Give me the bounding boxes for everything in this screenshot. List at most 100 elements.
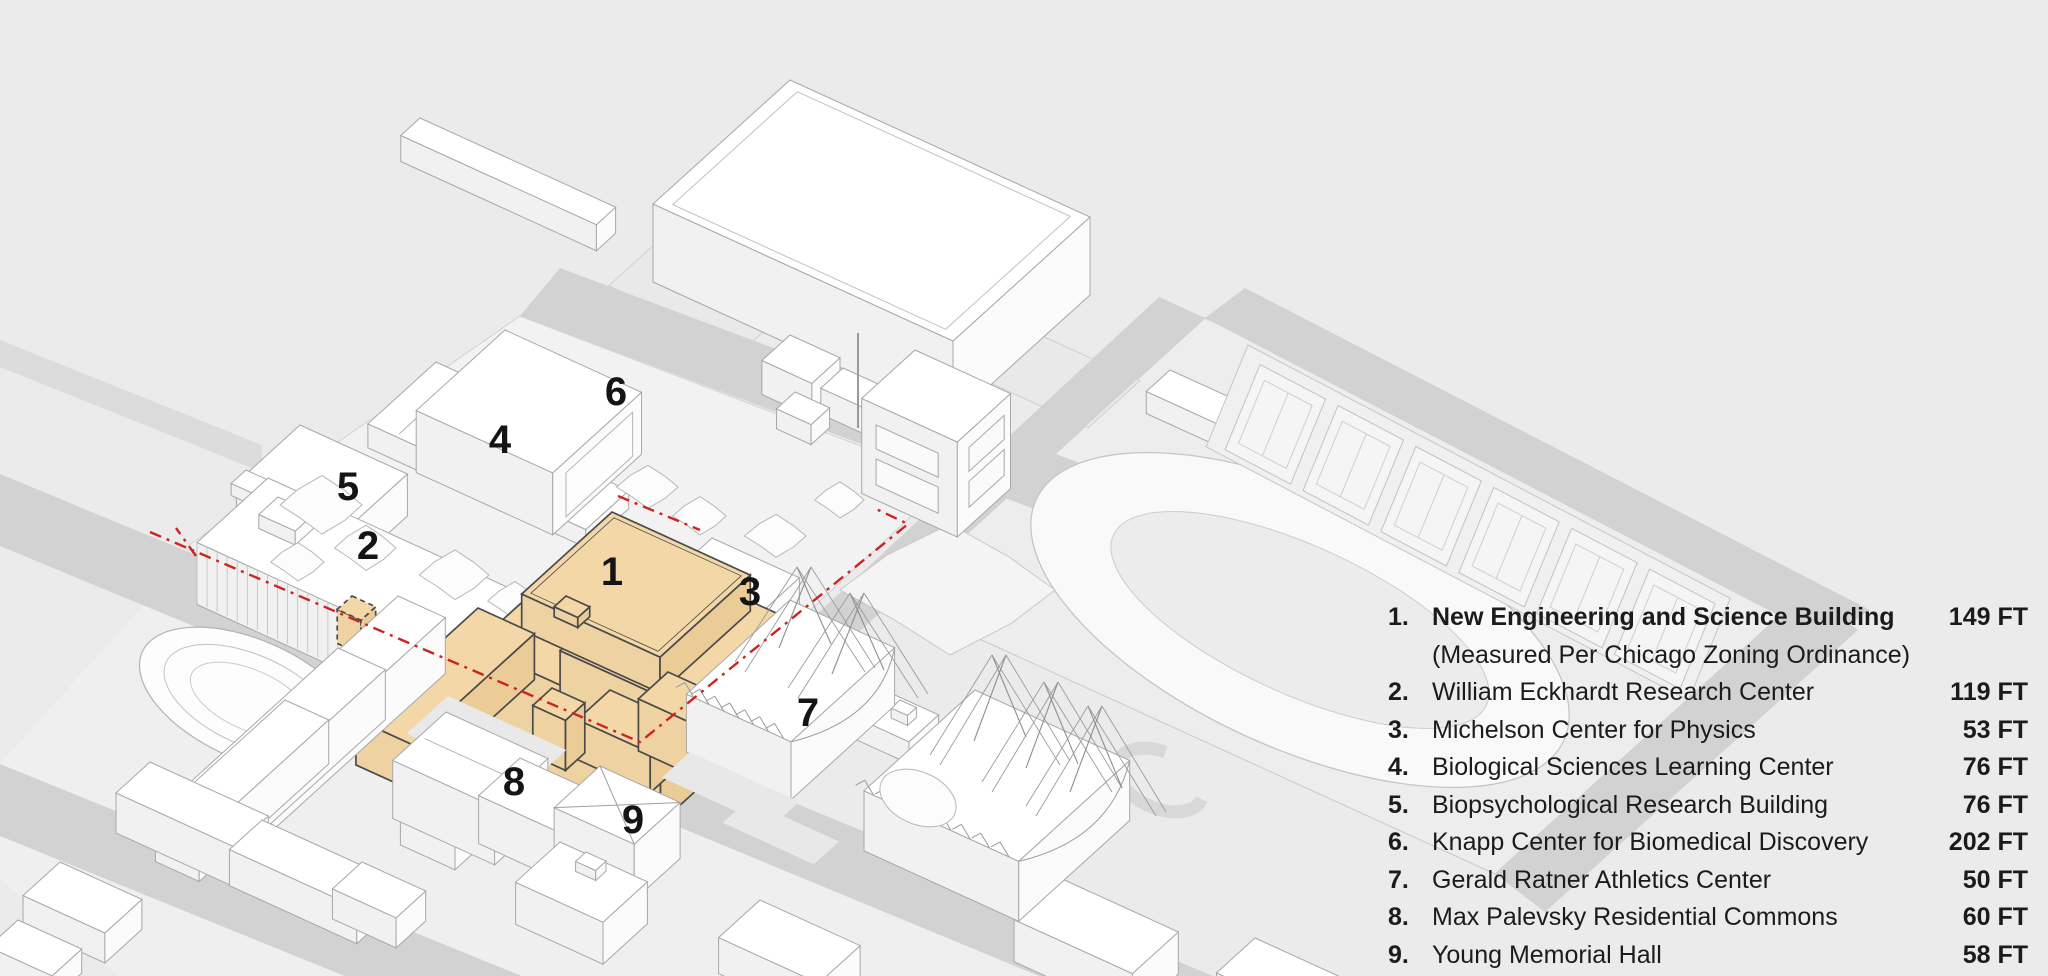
map-label-1: 1	[601, 550, 623, 594]
tree-canopy	[616, 464, 679, 509]
tree-canopy	[334, 524, 397, 571]
narrow-bar-building-roof	[399, 117, 617, 226]
running-track	[1030, 451, 1570, 789]
tennis-court-lines	[1393, 461, 1469, 551]
street-se	[1495, 592, 1858, 912]
legend-number: 9.	[1388, 940, 1409, 969]
legend-building-name: Young Memorial Hall	[1432, 940, 1662, 969]
detail-line	[675, 682, 686, 688]
legend-number: 6.	[1388, 828, 1409, 856]
detail-line	[735, 709, 745, 716]
map-label-7: 7	[797, 691, 819, 735]
legend-height: 119 FT	[1950, 678, 2028, 706]
legend-building-name: Michelson Center for Physics	[1432, 715, 1756, 744]
tennis-court-lines	[1627, 584, 1703, 674]
detail-line	[744, 566, 812, 673]
detail-line	[863, 592, 929, 695]
nesb-future-volume-roof	[335, 594, 378, 622]
detail-line	[1035, 705, 1103, 817]
tennis-court-lines	[1549, 543, 1625, 633]
legend-height: 60 FT	[1962, 903, 2028, 931]
detail-line	[1057, 681, 1123, 789]
legend-number: 1.	[1388, 603, 1409, 631]
detail-line	[864, 779, 875, 796]
legend-height: 149 FT	[1948, 603, 2028, 631]
detail-line	[734, 566, 798, 663]
detail-line	[797, 592, 865, 699]
library-cluster	[0, 595, 940, 976]
tennis-courts	[1205, 344, 1731, 701]
legend-height: 50 FT	[1962, 865, 2028, 894]
legend-number: 5.	[1388, 790, 1409, 819]
detail-line	[1651, 597, 1679, 661]
tennis-court-lines	[1237, 379, 1313, 470]
building-legend: 1. New Engineering and Science Building 14…	[1388, 599, 2028, 974]
cluster-building-roof	[331, 861, 427, 919]
detail-line	[424, 738, 517, 781]
nesb-upper-slab-roof	[520, 510, 752, 659]
south-building-roof	[1215, 937, 1340, 976]
map-label-3: 3	[739, 570, 761, 614]
detail-line	[939, 654, 1007, 766]
building-6-roof	[415, 329, 643, 474]
tree-canopy	[418, 549, 490, 601]
detail-line	[991, 654, 1061, 766]
detail-line	[981, 681, 1045, 783]
detail-line	[990, 841, 1001, 848]
detail-line	[684, 682, 695, 698]
detail-line	[774, 723, 785, 739]
detail-line	[787, 592, 851, 689]
detail-line	[1087, 705, 1157, 817]
map-label-6: 6	[605, 370, 627, 414]
corner-building-roof	[22, 861, 143, 934]
property-boundary	[149, 494, 911, 744]
building-6-panel	[565, 411, 634, 518]
legend-number: 4.	[1388, 753, 1409, 781]
windowed-building-roof	[860, 349, 1012, 443]
small-building-roof	[775, 391, 831, 426]
small-building-roof	[761, 334, 841, 384]
tree-canopy	[814, 481, 865, 519]
legend-number: 2.	[1388, 678, 1409, 706]
south-building-sw-face	[1216, 972, 1225, 976]
detail-line	[720, 702, 730, 709]
map-label-5: 5	[337, 465, 359, 509]
detail-line	[1495, 515, 1523, 579]
detail-line	[759, 716, 770, 732]
detail-line	[554, 802, 681, 809]
legend-row: (Measured Per Chicago Zoning Ordinance)	[1388, 637, 2028, 675]
detail-line	[705, 695, 716, 702]
building-7-ratner	[661, 566, 1167, 923]
detail-line	[1005, 654, 1071, 762]
legend-building-name: Gerald Ratner Athletics Center	[1432, 865, 1772, 894]
detail-line	[1043, 681, 1113, 793]
large-building-roof	[652, 79, 1091, 342]
map-label-8: 8	[503, 760, 525, 804]
detail-line	[960, 824, 971, 840]
detail-line	[849, 592, 919, 699]
ratner-roof-curve	[790, 647, 896, 743]
legend-height: 53 FT	[1962, 715, 2028, 744]
detail-line	[796, 566, 866, 673]
legend-row: 1. New Engineering and Science Building 14…	[1388, 599, 2028, 637]
nesb-penthouse-roof	[552, 594, 592, 619]
street-ne	[1205, 288, 1870, 640]
north-block-buildings	[399, 79, 1091, 539]
legend-building-name: Knapp Center for Biomedical Discovery	[1432, 828, 1869, 856]
ratner-roof-curve	[1018, 760, 1131, 862]
legend-height: 58 FT	[1962, 940, 2028, 969]
legend-building-name: (Measured Per Chicago Zoning Ordinance)	[1432, 640, 1911, 669]
legend-building-name: New Engineering and Science Building	[1432, 603, 1895, 631]
tree-canopy	[672, 496, 727, 536]
ratner-rotunda	[879, 768, 957, 828]
detail-line	[690, 688, 701, 695]
legend-building-name: Max Palevsky Residential Commons	[1432, 903, 1838, 931]
